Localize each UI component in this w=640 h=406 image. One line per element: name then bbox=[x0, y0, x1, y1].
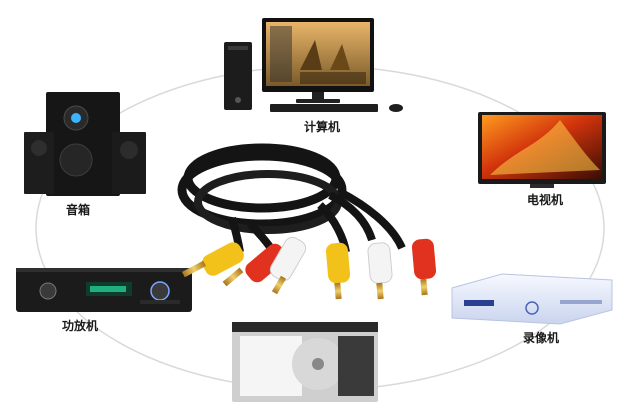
speaker-label: 音箱 bbox=[66, 203, 91, 217]
video-recorder-device bbox=[451, 273, 613, 325]
rca-plug-yellow-right bbox=[325, 242, 351, 300]
rca-plug-white-right bbox=[367, 242, 393, 300]
amplifier-device bbox=[16, 268, 192, 312]
rca-plug-yellow-left bbox=[181, 242, 244, 278]
computer-label: 计算机 bbox=[304, 120, 341, 134]
rca-plug-red-right bbox=[411, 238, 437, 296]
computer-device bbox=[224, 18, 403, 112]
speaker-device bbox=[24, 92, 146, 196]
video-recorder-label: 录像机 bbox=[523, 331, 560, 345]
dvd-player-device bbox=[232, 322, 378, 402]
rca-plug-red-left bbox=[222, 243, 287, 287]
tv-device bbox=[478, 112, 606, 188]
rca-plug-white-left bbox=[269, 236, 307, 295]
tv-label: 电视机 bbox=[527, 193, 564, 207]
amplifier-label: 功放机 bbox=[62, 319, 99, 333]
